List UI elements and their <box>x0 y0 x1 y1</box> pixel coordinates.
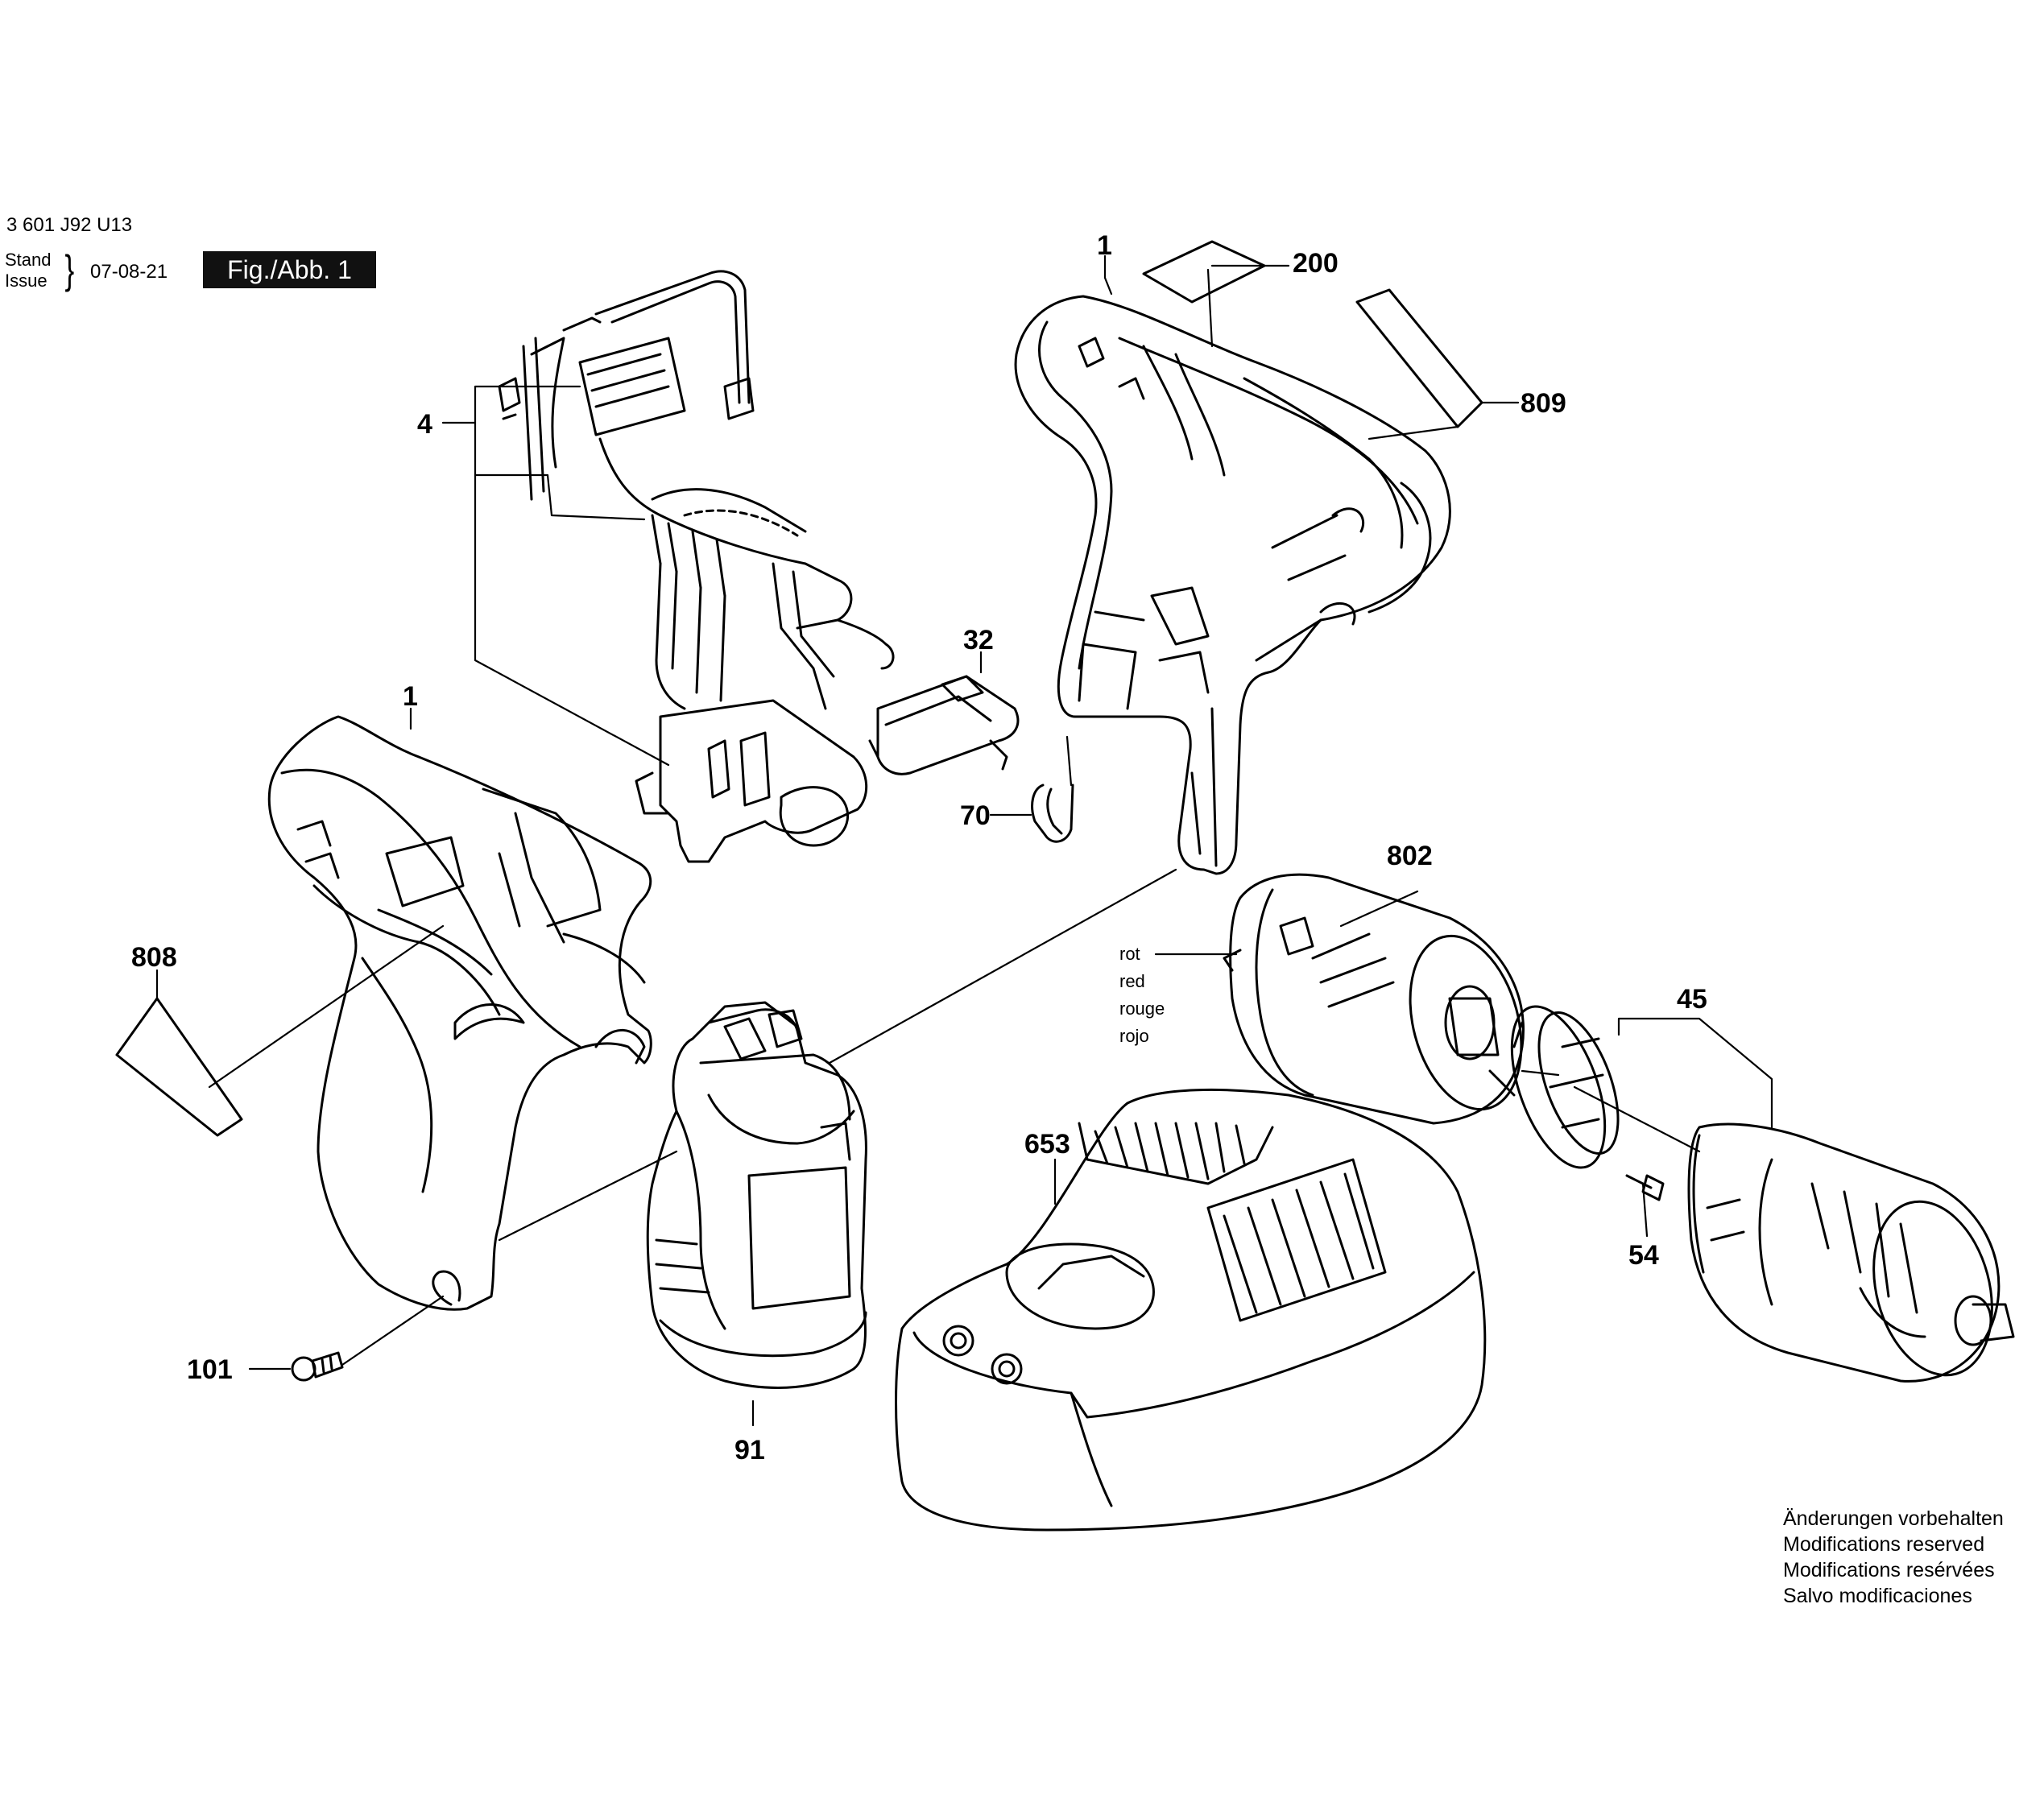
note-fr: Modifications resérvées <box>1783 1559 1995 1581</box>
callout-45: 45 <box>1677 984 1707 1015</box>
callout-101: 101 <box>187 1354 233 1385</box>
battery-pack <box>646 1001 867 1389</box>
callout-4: 4 <box>417 409 432 440</box>
charger <box>895 1088 1487 1532</box>
leader-lines <box>155 254 1773 1427</box>
issue-date: 07-08-21 <box>90 261 168 283</box>
stand-label: Stand <box>5 250 52 270</box>
screw-101 <box>291 1351 344 1382</box>
part-number: 3 601 J92 U13 <box>6 214 133 236</box>
screw-54 <box>1625 1174 1665 1201</box>
wire-color-es: rojo <box>1119 1026 1149 1046</box>
callout-1-right: 1 <box>1097 230 1112 261</box>
label-200 <box>1142 240 1266 304</box>
callout-653: 653 <box>1024 1129 1070 1160</box>
label-808 <box>115 997 243 1137</box>
note-en: Modifications reserved <box>1783 1533 1985 1556</box>
part-70 <box>1031 783 1074 843</box>
issue-label: Issue <box>5 271 48 291</box>
gearbox <box>1510 1005 2015 1383</box>
part-32 <box>868 675 1020 775</box>
note-de: Änderungen vorbehalten <box>1783 1507 2004 1530</box>
label-809 <box>1355 288 1483 428</box>
wire-color-en: red <box>1119 971 1145 991</box>
switch-harness <box>498 270 895 863</box>
motor <box>1223 873 1525 1125</box>
wire-color-legend: rot red rouge rojo <box>1119 944 1165 1047</box>
wire-color-fr: rouge <box>1119 998 1165 1019</box>
callout-200: 200 <box>1293 248 1339 279</box>
callout-802: 802 <box>1387 841 1433 871</box>
callout-809: 809 <box>1521 388 1566 419</box>
housing-left-half <box>267 715 652 1311</box>
figure-label: Fig./Abb. 1 <box>203 251 376 288</box>
callout-32: 32 <box>963 625 994 655</box>
note-es: Salvo modificaciones <box>1783 1585 1972 1607</box>
callout-numbers: 1 200 809 4 32 70 1 808 802 45 54 653 91… <box>131 230 1707 1466</box>
callout-91: 91 <box>734 1435 765 1466</box>
callout-1-left: 1 <box>403 681 418 712</box>
header-brace: } <box>64 247 75 292</box>
modification-notes: Änderungen vorbehalten Modifications res… <box>1783 1506 2004 1609</box>
wire-color-de: rot <box>1119 944 1140 964</box>
callout-808: 808 <box>131 942 177 973</box>
callout-70: 70 <box>960 800 991 831</box>
callout-54: 54 <box>1628 1240 1659 1271</box>
housing-right-half <box>1014 295 1451 875</box>
